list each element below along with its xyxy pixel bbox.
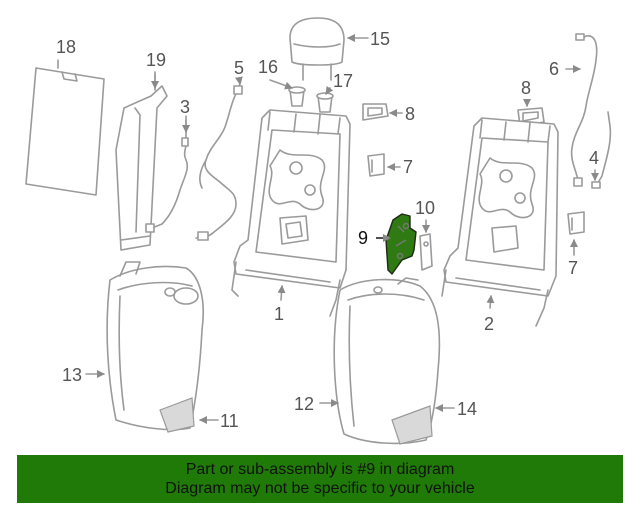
- callout-14: 14: [457, 399, 477, 419]
- callout-9: 9: [358, 228, 368, 248]
- part-11-cover-panel: [159, 397, 195, 433]
- callout-labels: 1 2 3 4 5 6 7 7 8 8 9 10 11 12 13 14 15 …: [56, 29, 599, 431]
- parts-diagram: 1 2 3 4 5 6 7 7 8 8 9 10 11 12 13 14 15 …: [25, 17, 612, 445]
- part-1-frame: [231, 109, 351, 317]
- callout-15: 15: [370, 29, 390, 49]
- callout-12: 12: [294, 394, 314, 414]
- part-5-harness: [195, 79, 243, 241]
- part-6-cable: [570, 33, 598, 187]
- part-7-cover-b: [567, 211, 585, 235]
- part-18-panel: [25, 59, 105, 196]
- part-16-guide: [288, 86, 306, 107]
- callout-16: 16: [258, 57, 278, 77]
- part-2-frame: [441, 117, 559, 327]
- part-8-latch-cover-a: [362, 103, 389, 121]
- part-7-cover-a: [367, 153, 385, 177]
- callout-10: 10: [415, 198, 435, 218]
- part-19-side-trim: [115, 71, 168, 251]
- part-15-headrest: [289, 17, 345, 81]
- part-3-harness: [145, 119, 189, 233]
- banner-line-1: Part or sub-assembly is #9 in diagram: [185, 461, 455, 478]
- info-banner: Part or sub-assembly is #9 in diagram Di…: [17, 455, 623, 503]
- part-10-bracket: [419, 233, 433, 271]
- callout-2: 2: [484, 314, 494, 334]
- callout-6: 6: [549, 59, 559, 79]
- callout-4: 4: [589, 148, 599, 168]
- callout-8-b: 8: [521, 78, 531, 98]
- callout-5: 5: [234, 58, 244, 78]
- banner-line-2: Diagram may not be specific to your vehi…: [165, 480, 475, 497]
- callout-19: 19: [146, 50, 166, 70]
- part-17-guide: [316, 92, 334, 113]
- part-4-cable: [591, 111, 612, 189]
- callout-18: 18: [56, 37, 76, 57]
- part-13-seatback-cover: [106, 261, 205, 431]
- callout-7-a: 7: [403, 157, 413, 177]
- part-14-cover-panel: [391, 405, 433, 445]
- callout-8-a: 8: [405, 104, 415, 124]
- part-9-bracket-highlighted: [385, 213, 417, 275]
- callout-7-b: 7: [568, 258, 578, 278]
- callout-1: 1: [274, 304, 284, 324]
- callout-3: 3: [180, 97, 190, 117]
- callout-17: 17: [333, 71, 353, 91]
- callout-11: 11: [220, 411, 239, 431]
- callout-13: 13: [62, 365, 82, 385]
- leader-lines: [85, 34, 599, 424]
